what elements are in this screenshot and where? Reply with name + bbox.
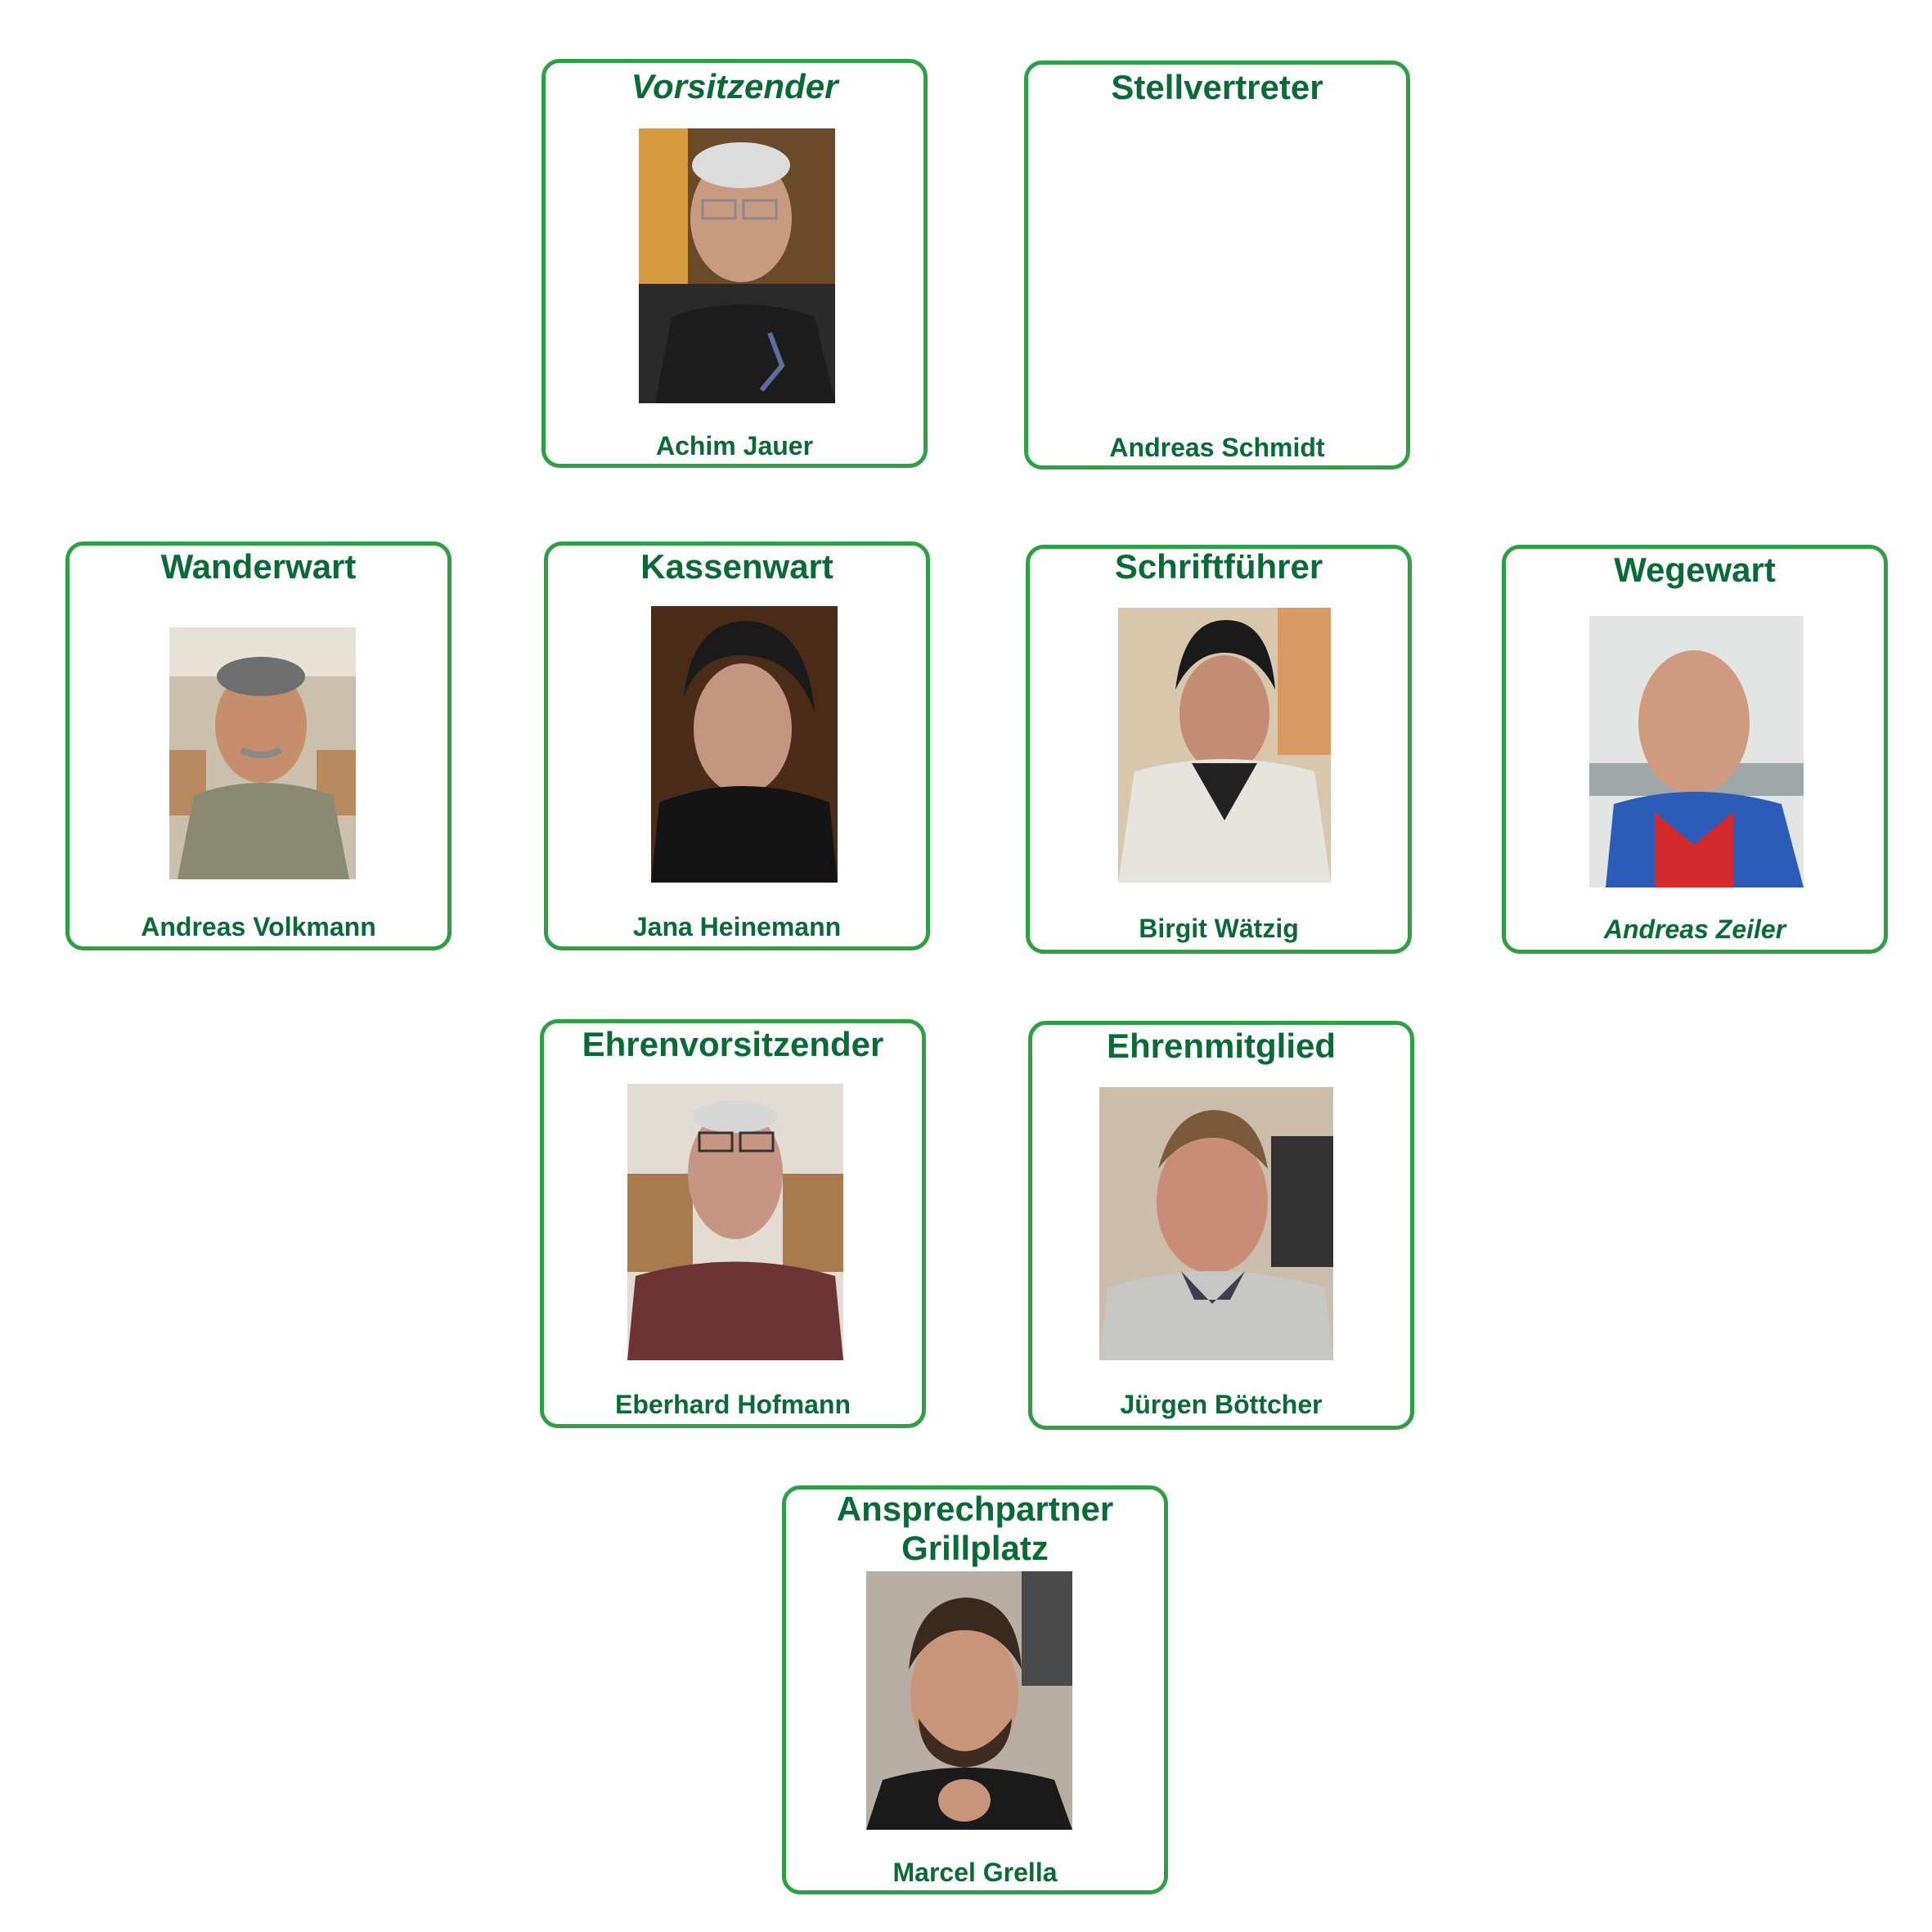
member-name: Andreas Zeiler: [1603, 914, 1786, 944]
card-wanderwart: Wanderwart Andreas Volkmann: [65, 541, 452, 950]
photo-juergen-boettcher: [1099, 1087, 1333, 1360]
card-wegewart: Wegewart Andreas Zeiler: [1502, 545, 1888, 954]
role-label: Ehrenvorsitzender: [582, 1025, 884, 1063]
photo-birgit-waetzig: [1118, 608, 1331, 883]
role-label-line1: Ansprechpartner: [836, 1489, 1114, 1528]
photo-jana-heinemann: [651, 606, 838, 883]
role-label-line2: Grillplatz: [901, 1529, 1049, 1567]
role-label: Wegewart: [1614, 550, 1776, 589]
member-name: Jürgen Böttcher: [1120, 1390, 1323, 1419]
card-vorsitzender: Vorsitzender Achim Jauer: [541, 59, 928, 468]
role-label: Ansprechpartner Grillplatz: [786, 1489, 1164, 1568]
role-label: Wanderwart: [160, 547, 357, 586]
card-ehrenmitglied: Ehrenmitglied Jürgen Böttcher: [1028, 1021, 1414, 1430]
card-grillplatz: Ansprechpartner Grillplatz Marcel Grella: [782, 1485, 1168, 1894]
card-ehrenvorsitzender: Ehrenvorsitzender Eberhard Hofmann: [540, 1019, 926, 1428]
card-schriftfuehrer: Schriftführer Birgit Wätzig: [1026, 545, 1412, 954]
member-name: Eberhard Hofmann: [614, 1390, 851, 1419]
member-name: Achim Jauer: [655, 431, 814, 461]
member-name: Birgit Wätzig: [1139, 914, 1299, 943]
member-name: Andreas Volkmann: [141, 912, 376, 941]
role-label: Vorsitzender: [631, 67, 838, 106]
member-name: Andreas Schmidt: [1109, 433, 1325, 462]
card-kassenwart: Kassenwart Jana Heinemann: [544, 541, 930, 950]
member-name: Marcel Grella: [892, 1858, 1058, 1887]
role-label: Schriftführer: [1114, 547, 1323, 586]
role-label: Stellvertreter: [1111, 68, 1323, 106]
photo-andreas-zeiler: [1589, 616, 1804, 887]
photo-achim-jauer: [639, 128, 835, 403]
role-label: Ehrenmitglied: [1106, 1027, 1337, 1065]
card-stellvertreter: Stellvertreter Andreas Schmidt: [1024, 61, 1410, 470]
photo-marcel-grella: [866, 1571, 1072, 1830]
role-label: Kassenwart: [640, 547, 833, 586]
member-name: Jana Heinemann: [632, 912, 842, 941]
photo-andreas-volkmann: [169, 627, 356, 879]
photo-eberhard-hofmann: [627, 1084, 843, 1360]
